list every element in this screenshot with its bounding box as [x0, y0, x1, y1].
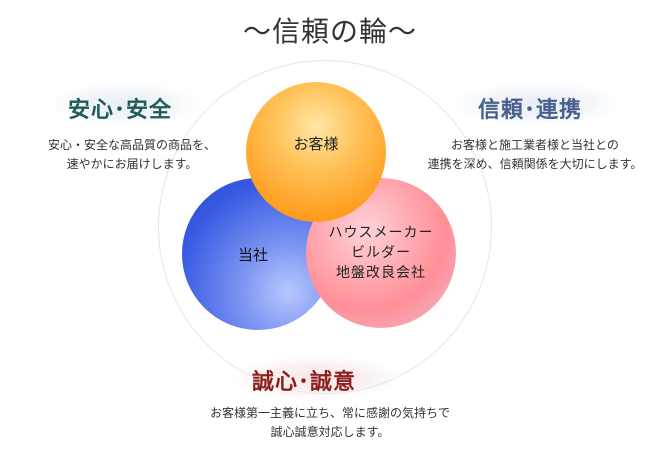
sincerity-description: お客様第一主義に立ち、常に感謝の気持ちで 誠心誠意対応します。 — [170, 404, 490, 442]
safety-text-line-2: 速やかにお届けします。 — [66, 157, 198, 171]
sincerity-text-line-1: お客様第一主義に立ち、常に感謝の気持ちで — [209, 406, 450, 420]
safety-description: 安心・安全な高品質の商品を、 速やかにお届けします。 — [24, 136, 240, 174]
customer-circle: お客様 — [246, 82, 386, 222]
builder-line-2: ビルダー — [351, 245, 411, 261]
trust-description: お客様と施工業者様と当社との 連携を深め、信頼関係を大切にします。 — [412, 136, 658, 174]
safety-heading: 安心･安全 — [68, 97, 173, 123]
sincerity-heading: 誠心･誠意 — [252, 369, 357, 395]
trust-heading: 信頼･連携 — [478, 97, 583, 123]
safety-text-line-1: 安心・安全な高品質の商品を、 — [47, 138, 216, 152]
customer-label: お客様 — [293, 134, 339, 153]
builder-line-1: ハウスメーカー — [328, 225, 434, 241]
builder-line-3: 地盤改良会社 — [336, 265, 426, 281]
sincerity-text-line-2: 誠心誠意対応します。 — [270, 425, 390, 439]
builder-label: ハウスメーカー ビルダー 地盤改良会社 — [329, 223, 434, 283]
sincerity-heading-glow — [232, 356, 402, 400]
trust-text-line-1: お客様と施工業者様と当社との — [451, 138, 619, 152]
company-label: 当社 — [237, 245, 268, 264]
trust-heading-glow — [452, 82, 622, 126]
trust-text-line-2: 連携を深め、信頼関係を大切にします。 — [427, 157, 643, 171]
safety-heading-glow — [50, 82, 200, 126]
page-title: 〜信頼の輪〜 — [242, 15, 417, 48]
